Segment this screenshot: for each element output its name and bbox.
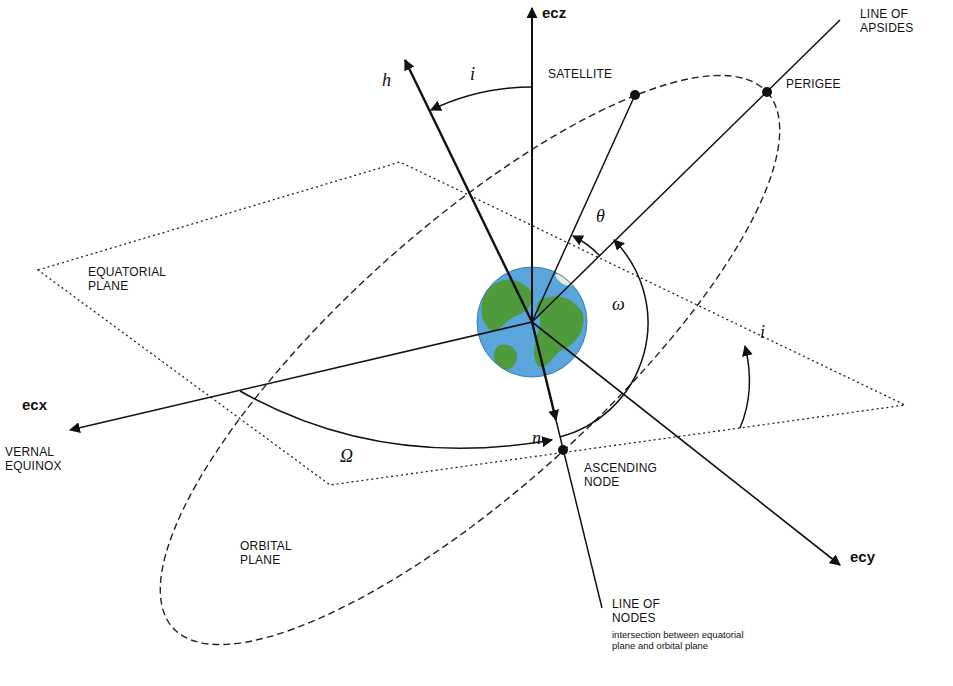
h-vector bbox=[405, 60, 532, 322]
perigee-label: PERIGEE bbox=[786, 78, 841, 92]
equatorial-plane bbox=[38, 162, 905, 485]
apsides-label: LINE OF APSIDES bbox=[860, 8, 930, 36]
ascending-node-dot bbox=[558, 445, 568, 455]
vector-label: h bbox=[382, 70, 391, 91]
angle-label: Ω bbox=[340, 446, 353, 467]
note-label: intersection between equatorial plane an… bbox=[612, 630, 762, 652]
plane-inclination-arc bbox=[740, 346, 749, 428]
satellite-line bbox=[532, 95, 635, 322]
satellite-label: SATELLITE bbox=[548, 68, 612, 82]
raan-arc bbox=[240, 391, 552, 448]
line-of-apsides bbox=[532, 20, 840, 322]
angle-label: θ bbox=[596, 206, 605, 227]
plane-label: EQUATORIAL PLANE bbox=[88, 266, 183, 294]
axis-label: ecx bbox=[22, 396, 47, 413]
axis-label: ecz bbox=[542, 4, 566, 21]
angle-label: i bbox=[470, 64, 475, 85]
y-axis bbox=[532, 322, 840, 565]
perigee-dot bbox=[762, 87, 772, 97]
line-label: LINE OF NODES bbox=[612, 598, 670, 626]
true-anomaly-arc bbox=[573, 236, 600, 256]
n-vector bbox=[532, 322, 556, 420]
z-axis bbox=[531, 8, 533, 322]
plane-label: ORBITAL PLANE bbox=[240, 540, 310, 568]
axis-label: ecy bbox=[850, 548, 875, 565]
vector-label: n bbox=[532, 428, 541, 449]
node-label: ASCENDING NODE bbox=[584, 462, 669, 490]
x-axis bbox=[70, 322, 532, 430]
angle-label: ω bbox=[612, 294, 625, 315]
inclination-arc bbox=[431, 87, 532, 110]
satellite-dot bbox=[630, 90, 640, 100]
orbital-plane bbox=[86, 0, 854, 686]
direction-label: VERNAL EQUINOX bbox=[5, 446, 80, 474]
perigee-argument-arc bbox=[560, 240, 648, 437]
angle-label: i bbox=[760, 322, 765, 343]
